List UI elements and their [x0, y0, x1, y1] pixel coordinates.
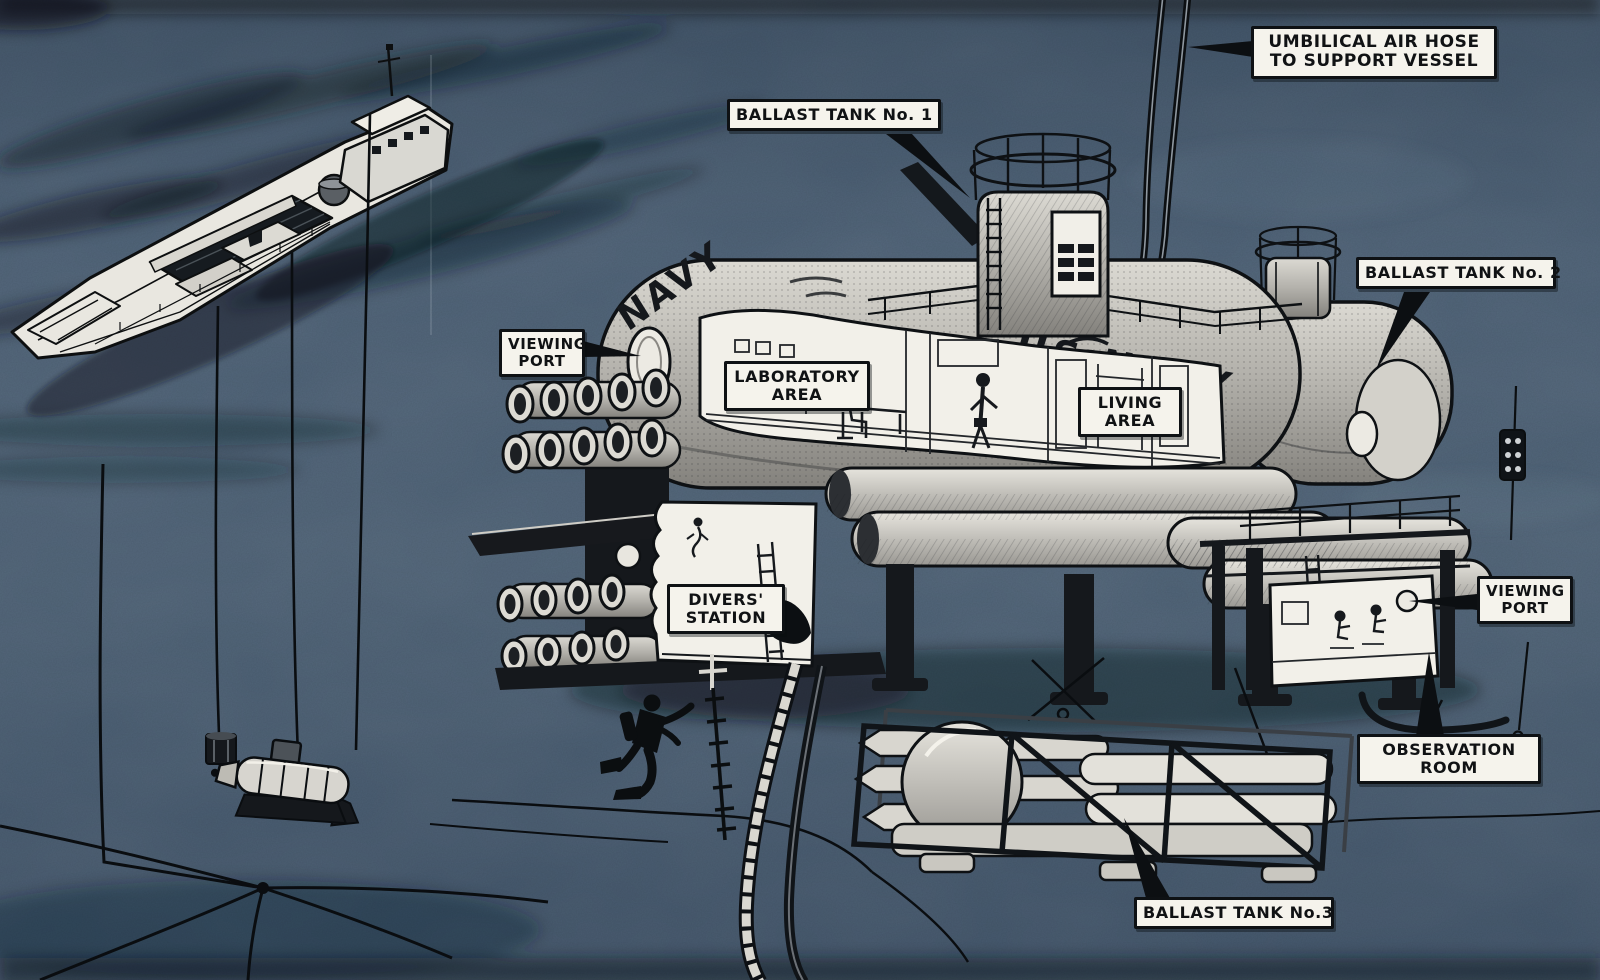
rack-porthole: [614, 542, 642, 570]
callout-viewing-port-left: VIEWING PORT: [499, 329, 587, 378]
callout-line: AREA: [1104, 411, 1156, 431]
callout-ballast-tank-2: BALLAST TANK No. 2: [1356, 257, 1562, 290]
support-vessel: [10, 44, 604, 416]
callout-line: PORT: [518, 352, 566, 371]
callout-observation-room: OBSERVATION ROOM: [1357, 734, 1541, 785]
callout-line: BALLAST TANK No.3: [1143, 903, 1334, 922]
sled-tanks: [853, 720, 1338, 858]
mooring-cables: [98, 113, 372, 890]
anchor-lines: [0, 824, 549, 980]
pipe-row: [501, 418, 682, 474]
rack-shelf: [468, 512, 700, 556]
callout-line: AREA: [771, 385, 823, 405]
seafloor-lines: [429, 798, 1600, 963]
instrument-line: [1499, 385, 1526, 541]
callout-ballast-tank-3: BALLAST TANK No.3: [1134, 897, 1334, 930]
diver: [600, 694, 695, 800]
anchor-buoy-rig: [0, 732, 549, 980]
pipe-row: [496, 573, 660, 623]
ship-mast: [386, 45, 394, 97]
hull-top-railings: [867, 162, 1303, 334]
ship-superstructure: [338, 44, 450, 204]
leader-umbilical: [1188, 41, 1253, 57]
callout-line: ROOM: [1420, 758, 1478, 778]
leader-observation: [1416, 652, 1444, 736]
instrument-bucket: [205, 732, 237, 765]
callout-umbilical-air-hose: UMBILICAL AIR HOSE TO SUPPORT VESSEL: [1251, 26, 1497, 79]
leader-ballast-3: [1124, 818, 1170, 898]
tank2-end-port: [1345, 410, 1379, 458]
figure-observer: [1334, 610, 1351, 641]
instrument-box: [1499, 429, 1526, 481]
callout-divers-station: DIVERS' STATION: [667, 584, 785, 635]
observation-room: [1268, 574, 1440, 688]
supply-hoses: [738, 661, 827, 980]
leader-ballast-2: [1376, 292, 1430, 370]
callout-line: STATION: [685, 608, 767, 628]
right-railing: [1239, 494, 1461, 540]
callout-line: DIVERS': [688, 590, 764, 609]
tower-top-rails: [969, 132, 1117, 201]
leader-viewing-right: [1409, 594, 1477, 610]
callout-ballast-tank-1: BALLAST TANK No. 1: [727, 99, 941, 132]
callout-line: TO SUPPORT VESSEL: [1269, 51, 1479, 72]
callout-line: VIEWING: [1486, 582, 1565, 600]
callout-line: VIEWING: [508, 335, 587, 353]
figure-observer: [1370, 604, 1387, 634]
figure-hanging-diver: [686, 517, 709, 558]
callout-line: UMBILICAL AIR HOSE: [1268, 32, 1480, 52]
entry-ladder: [698, 654, 737, 841]
support-beam: [900, 162, 988, 246]
sled-truss: [851, 723, 1333, 871]
callout-line: LABORATORY: [734, 367, 860, 386]
pipe-row: [500, 626, 664, 674]
tower-ladder: [986, 198, 1002, 330]
callout-line: BALLAST TANK No. 1: [736, 105, 933, 124]
pipe-row: [505, 368, 682, 424]
callout-line: BALLAST TANK No. 2: [1365, 263, 1562, 282]
label-leaders: [583, 41, 1477, 898]
tower-window: [1050, 210, 1102, 298]
figure-standing-crewman: [969, 373, 998, 449]
callout-laboratory-area: LABORATORY AREA: [724, 361, 870, 412]
callout-line: PORT: [1501, 599, 1549, 618]
conning-tower: [969, 132, 1117, 338]
leader-viewing-left: [583, 341, 641, 357]
callout-living-area: LIVING AREA: [1078, 387, 1182, 438]
leader-ballast-1: [886, 134, 970, 198]
submersible: [210, 738, 360, 827]
callout-line: OBSERVATION: [1382, 740, 1516, 759]
ballast-tank-3-sled: [851, 657, 1444, 884]
ship-wake-shadow: [26, 139, 604, 416]
callout-line: LIVING: [1097, 393, 1163, 412]
callout-viewing-port-right: VIEWING PORT: [1477, 576, 1573, 625]
